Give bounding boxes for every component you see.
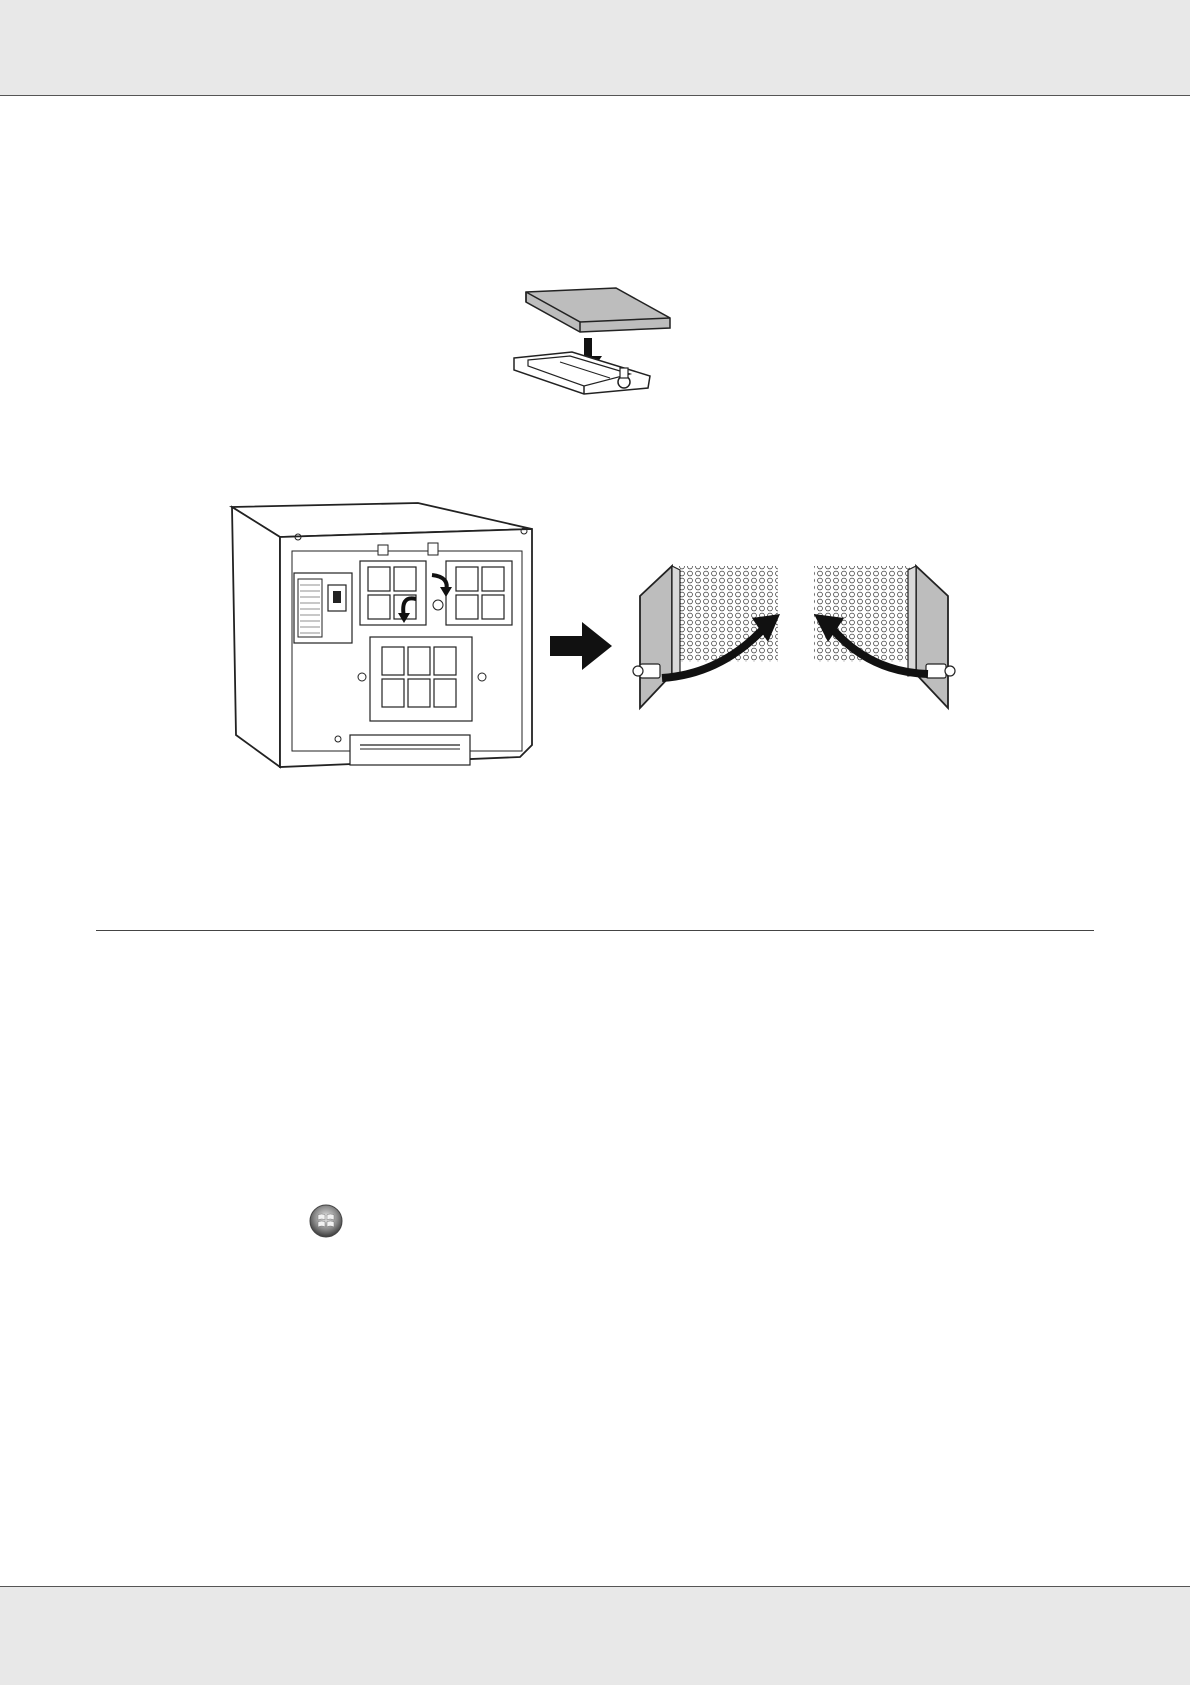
section-divider: [96, 930, 1094, 931]
page-header-band: [0, 0, 1190, 96]
filter-close-illustration: [808, 556, 968, 716]
filter-open-illustration: [622, 556, 792, 716]
printer-rear-illustration: [220, 495, 540, 777]
filter-insert-illustration: [500, 270, 700, 410]
right-arrow-icon: [546, 618, 616, 674]
page-footer-band: [0, 1586, 1190, 1685]
windows-start-orb-icon: [308, 1203, 344, 1239]
